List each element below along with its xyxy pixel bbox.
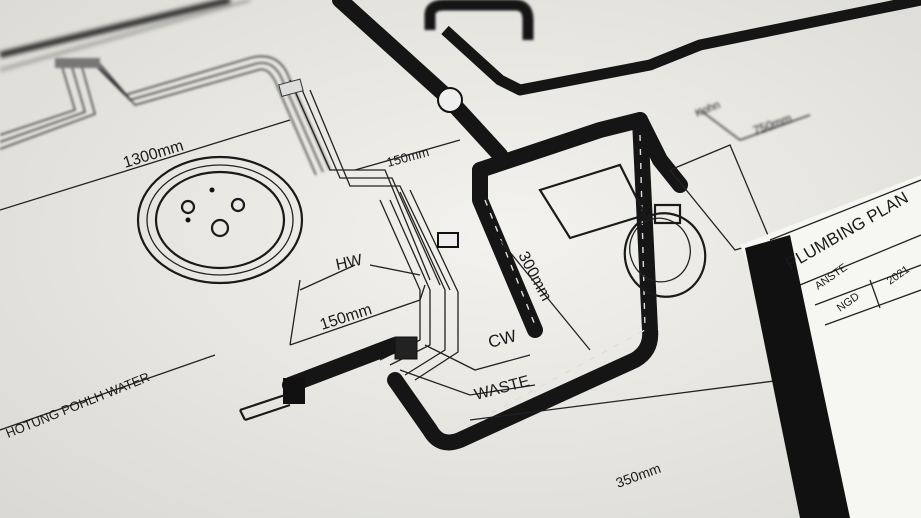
supply-pipe-bundle-near [278,78,459,381]
supply-pipe-bundle [0,55,331,176]
sink-fixture [136,155,304,285]
title-block: PLUMBING PLAN ANSTE 2021 NGD [740,175,921,518]
valve-fittings [239,87,463,422]
hot-water-label: HW [334,252,364,274]
sheet-border-top [0,0,251,71]
valve-icon [437,87,463,113]
dimension-lines [0,109,861,431]
